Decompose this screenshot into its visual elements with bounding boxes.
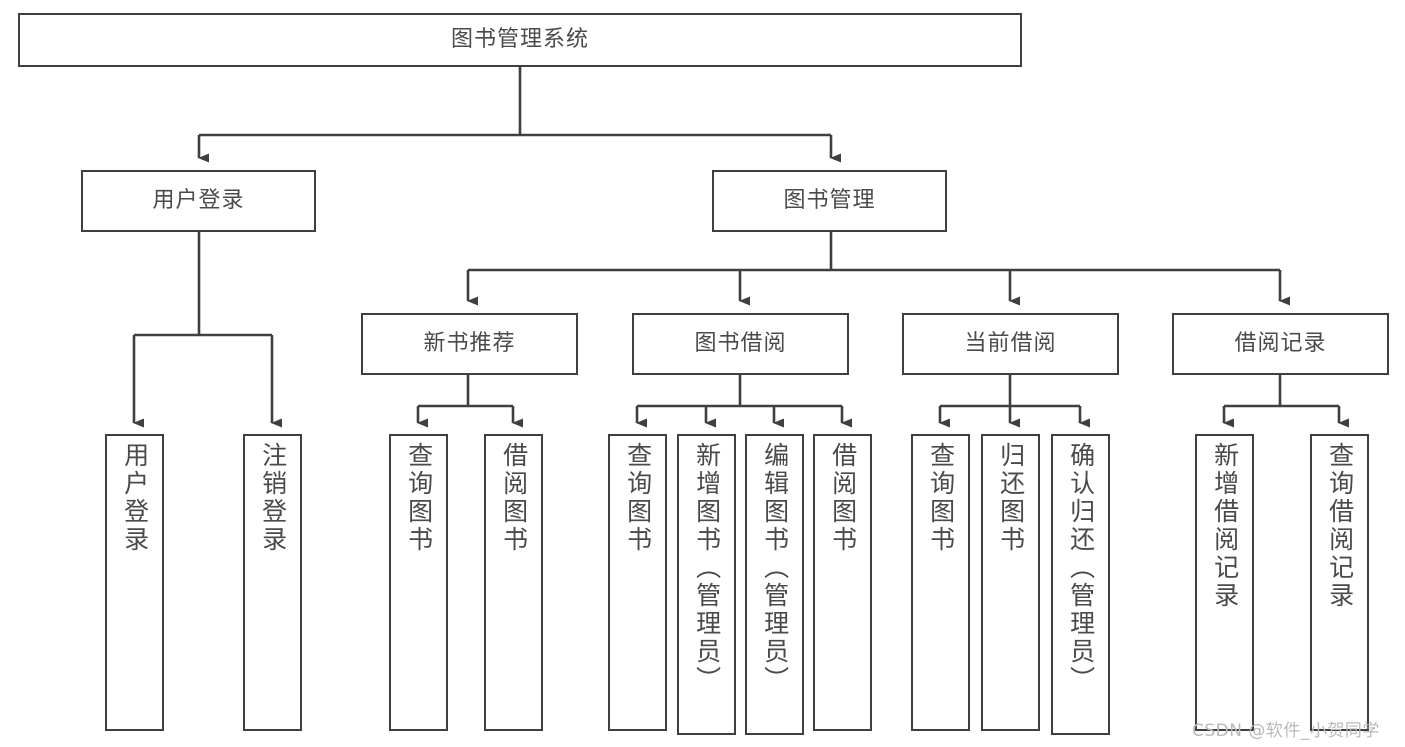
node-label: 查询图书: [404, 442, 434, 554]
node-label: 借阅图书: [828, 442, 858, 554]
node-label: 查询图书: [623, 442, 653, 554]
leaf-new-book-borrow-book[interactable]: 借阅图书: [484, 434, 543, 731]
node-label: 图书管理系统: [450, 27, 589, 53]
leaf-current-borrow-return-book[interactable]: 归还图书: [981, 434, 1040, 731]
node-label: 注销登录: [258, 442, 288, 554]
node-label: 归还图书: [996, 442, 1026, 554]
node-label: 查询图书: [926, 442, 956, 554]
leaf-current-borrow-query-book[interactable]: 查询图书: [911, 434, 970, 731]
node-root-book-management-system[interactable]: 图书管理系统: [18, 13, 1022, 67]
csdn-watermark: CSDN @软件_小贺同学: [1192, 721, 1380, 741]
leaf-borrow-record-add-record[interactable]: 新增借阅记录: [1195, 434, 1254, 731]
leaf-new-book-query-book[interactable]: 查询图书: [389, 434, 448, 731]
node-user-login[interactable]: 用户登录: [81, 170, 316, 232]
leaf-current-borrow-confirm-return-admin[interactable]: 确认归还（管理员）: [1051, 434, 1110, 735]
leaf-borrow-record-query-record[interactable]: 查询借阅记录: [1310, 434, 1369, 731]
node-label: 图书管理: [783, 188, 876, 214]
leaf-user-login-login[interactable]: 用户登录: [105, 434, 164, 731]
node-book-management[interactable]: 图书管理: [712, 170, 947, 232]
node-label: 编辑图书（管理员）: [760, 442, 790, 694]
node-label: 查询借阅记录: [1325, 442, 1355, 610]
node-current-borrow[interactable]: 当前借阅: [902, 313, 1119, 375]
leaf-book-borrow-borrow-book[interactable]: 借阅图书: [813, 434, 872, 731]
node-label: 用户登录: [120, 442, 150, 554]
node-book-borrow[interactable]: 图书借阅: [632, 313, 849, 375]
leaf-book-borrow-add-book-admin[interactable]: 新增图书（管理员）: [677, 434, 736, 735]
node-label: 确认归还（管理员）: [1066, 442, 1096, 694]
node-new-book-recommend[interactable]: 新书推荐: [361, 313, 578, 375]
node-label: 图书借阅: [694, 331, 787, 357]
node-label: 借阅图书: [499, 442, 529, 554]
node-label: 当前借阅: [964, 331, 1057, 357]
leaf-user-login-logout[interactable]: 注销登录: [243, 434, 302, 731]
node-label: 用户登录: [152, 188, 245, 214]
node-label: 新增借阅记录: [1210, 442, 1240, 610]
node-label: 新书推荐: [423, 331, 516, 357]
leaf-book-borrow-query-book[interactable]: 查询图书: [608, 434, 667, 731]
node-label: 新增图书（管理员）: [692, 442, 722, 694]
node-borrow-record[interactable]: 借阅记录: [1172, 313, 1389, 375]
leaf-book-borrow-edit-book-admin[interactable]: 编辑图书（管理员）: [745, 434, 804, 735]
node-label: 借阅记录: [1234, 331, 1327, 357]
